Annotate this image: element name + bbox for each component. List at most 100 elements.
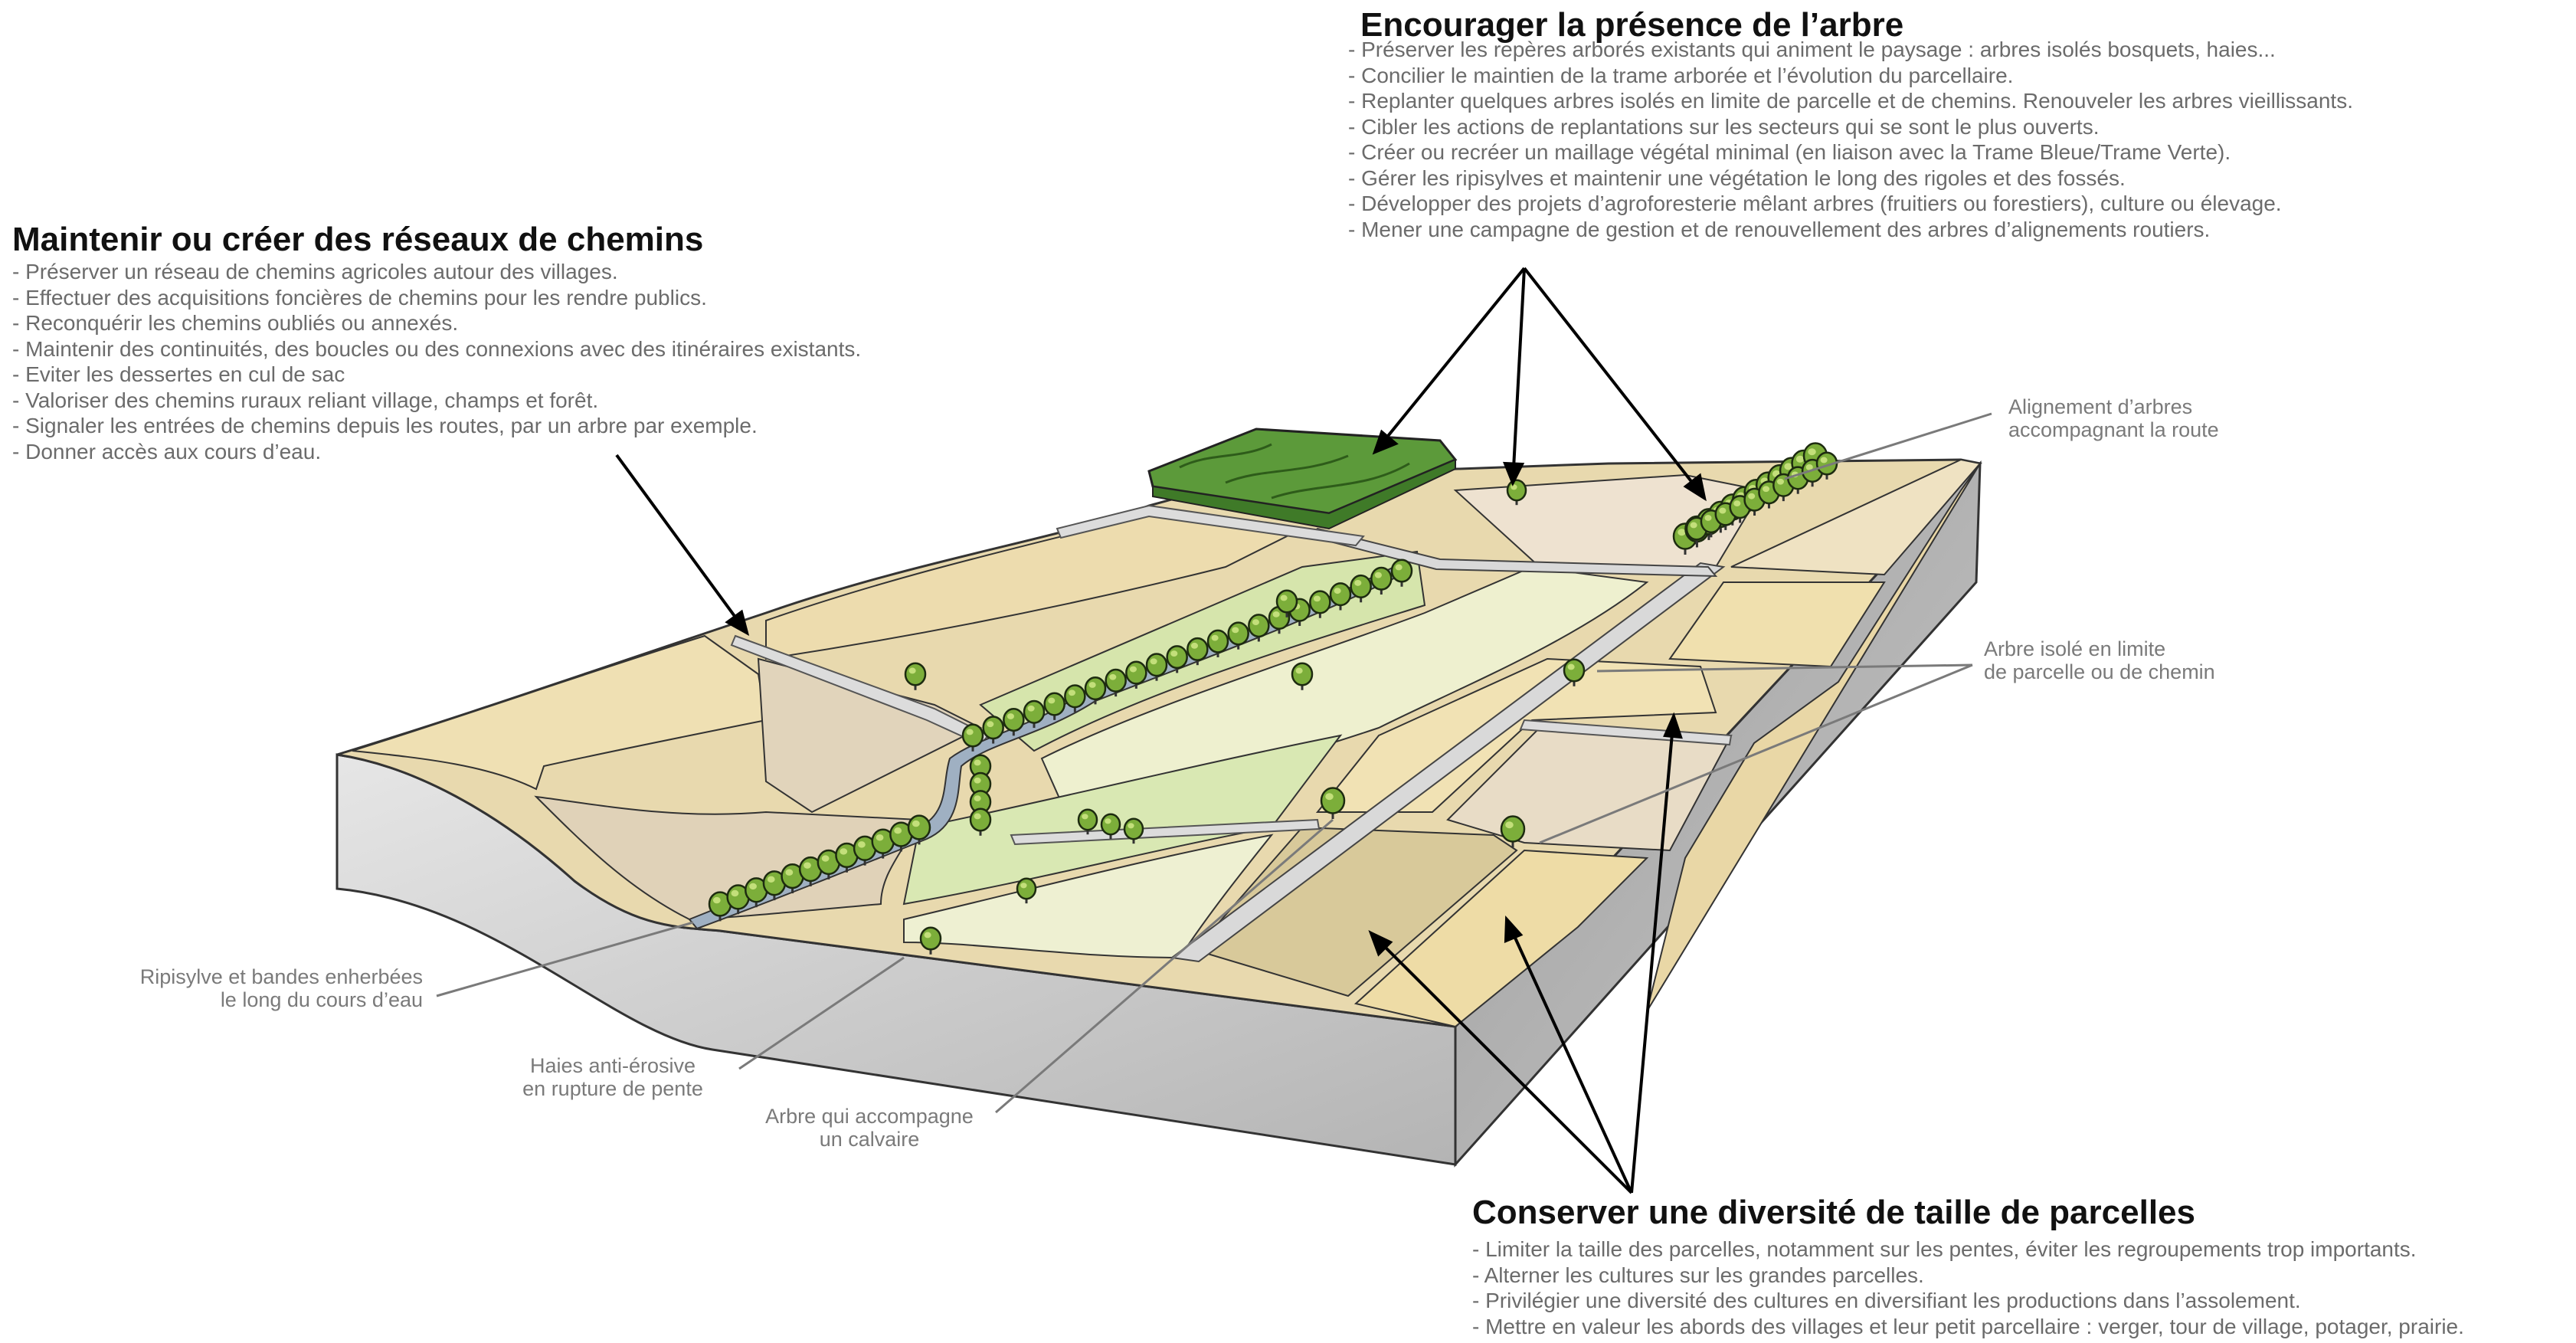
bullet-list-chemins: Préserver un réseau de chemins agricoles… bbox=[12, 259, 861, 464]
field bbox=[1353, 849, 1649, 1028]
bullet-item: Effectuer des acquisitions foncières de … bbox=[12, 285, 861, 311]
tree-icon bbox=[1003, 707, 1025, 736]
leader-layer bbox=[436, 412, 1992, 1114]
tree-icon bbox=[1329, 582, 1352, 611]
bullet-list-arbre: Préserver les repères arborés existants … bbox=[1348, 37, 2353, 242]
bullet-item: Reconquérir les chemins oubliés ou annex… bbox=[12, 310, 861, 336]
bullet-item: Donner accès aux cours d’eau. bbox=[12, 439, 861, 465]
tree-icon bbox=[708, 891, 732, 922]
tree-icon bbox=[1390, 558, 1413, 587]
arrow-parcelles-right bbox=[1630, 716, 1675, 1194]
tree-icon bbox=[762, 870, 787, 901]
bullet-item: Signaler les entrées de chemins depuis l… bbox=[12, 413, 861, 439]
label-line: de parcelle ou de chemin bbox=[1984, 660, 2215, 683]
path-lower bbox=[1010, 818, 1321, 846]
tree-icon bbox=[1206, 629, 1229, 657]
tree-icon bbox=[1500, 815, 1526, 847]
tree-icon bbox=[1125, 660, 1147, 689]
field bbox=[1730, 458, 1982, 576]
tree-icon bbox=[1043, 692, 1065, 720]
label-line: Arbre qui accompagne bbox=[765, 1105, 974, 1128]
tree-icon bbox=[904, 662, 927, 690]
tree-icon bbox=[1309, 590, 1331, 618]
tree-icon bbox=[1016, 877, 1037, 904]
field bbox=[765, 512, 1305, 660]
arrowhead-parcelles-right bbox=[1663, 712, 1683, 739]
tree-icon bbox=[919, 926, 942, 955]
tree-icon bbox=[1100, 813, 1121, 840]
tree-icon bbox=[1227, 621, 1249, 650]
arrow-chemins bbox=[615, 454, 748, 634]
path-diag bbox=[1056, 504, 1365, 547]
arrowhead-chemins bbox=[725, 609, 750, 637]
tree-icon bbox=[1248, 614, 1270, 642]
tree-icon bbox=[1166, 645, 1188, 673]
bullet-item: Préserver un réseau de chemins agricoles… bbox=[12, 259, 861, 285]
label-calvaire: Arbre qui accompagne un calvaire bbox=[743, 1105, 996, 1151]
section-title-parcelles: Conserver une diversité de taille de par… bbox=[1472, 1194, 2195, 1231]
tree-icon bbox=[1563, 658, 1586, 686]
section-title-chemins: Maintenir ou créer des réseaux de chemin… bbox=[12, 221, 704, 258]
bullet-list-parcelles: Limiter la taille des parcelles, notamme… bbox=[1472, 1237, 2464, 1339]
tree-icon bbox=[969, 807, 992, 836]
bullet-item: Eviter les dessertes en cul de sac bbox=[12, 362, 861, 388]
tree-icon bbox=[961, 723, 984, 752]
tree-icon bbox=[1275, 589, 1298, 617]
leader-arbre-isole-a bbox=[1596, 663, 1973, 673]
field bbox=[903, 834, 1274, 959]
tree-icon bbox=[982, 716, 1004, 744]
tree-icon bbox=[1145, 653, 1168, 681]
leader-haies bbox=[738, 956, 905, 1070]
path-cross bbox=[1519, 719, 1733, 746]
bullet-item: Concilier le maintien de la trame arboré… bbox=[1348, 63, 2353, 89]
arrow-arbre-alignment bbox=[1523, 267, 1706, 500]
label-ripisylve: Ripisylve et bandes enherbées le long du… bbox=[69, 965, 423, 1011]
field bbox=[902, 734, 1343, 906]
tree-icon bbox=[781, 863, 804, 894]
tree-layer bbox=[708, 442, 1838, 955]
label-line: Ripisylve et bandes enherbées bbox=[139, 965, 423, 988]
tree-icon bbox=[871, 828, 895, 859]
field bbox=[352, 634, 768, 791]
bullet-item: Créer ou recréer un maillage végétal min… bbox=[1348, 139, 2353, 165]
tree-icon bbox=[745, 877, 768, 908]
arrowhead-arbre-single bbox=[1502, 461, 1525, 486]
bullet-item: Mettre en valeur les abords des villages… bbox=[1472, 1314, 2464, 1340]
field bbox=[534, 795, 921, 921]
bullet-item: Valoriser des chemins ruraux reliant vil… bbox=[12, 388, 861, 414]
bullet-item: Alterner les cultures sur les grandes pa… bbox=[1472, 1263, 2464, 1289]
arrowhead-parcelles-mid bbox=[1504, 915, 1524, 944]
bullet-item: Limiter la taille des parcelles, notamme… bbox=[1472, 1237, 2464, 1263]
road-main bbox=[1170, 562, 1726, 963]
bullet-item: Replanter quelques arbres isolés en limi… bbox=[1348, 88, 2353, 114]
bullet-item: Préserver les repères arborés existants … bbox=[1348, 37, 2353, 63]
tree-icon bbox=[1064, 684, 1086, 712]
arrow-arbre-single bbox=[1511, 267, 1526, 483]
bullet-item: Développer des projets d’agroforesterie … bbox=[1348, 191, 2353, 217]
tree-icon bbox=[1077, 808, 1098, 835]
forest-block-side bbox=[1152, 458, 1456, 530]
tree-icon bbox=[1123, 817, 1144, 844]
arrow-layer bbox=[615, 267, 1707, 1194]
tree-icon bbox=[1506, 479, 1527, 506]
leader-calvaire bbox=[995, 818, 1334, 1114]
label-line: en rupture de pente bbox=[522, 1077, 703, 1100]
label-line: Alignement d’arbres bbox=[2008, 395, 2193, 418]
label-line: Haies anti-érosive bbox=[529, 1054, 696, 1077]
arrowhead-arbre-forest bbox=[1372, 429, 1399, 455]
label-arbre-isole: Arbre isolé en limite de parcelle ou de … bbox=[1984, 637, 2215, 683]
tree-icon bbox=[1291, 662, 1314, 690]
bullet-item: Privilégier une diversité des cultures e… bbox=[1472, 1288, 2464, 1314]
tree-icon bbox=[907, 814, 931, 845]
tree-icon bbox=[1084, 676, 1107, 705]
leader-arbre-isole-b bbox=[1539, 663, 1973, 844]
label-line: accompagnant la route bbox=[2008, 418, 2219, 441]
arrow-arbre-forest bbox=[1373, 267, 1526, 454]
label-alignement: Alignement d’arbres accompagnant la rout… bbox=[2008, 395, 2219, 441]
tree-icon bbox=[1023, 699, 1046, 729]
field bbox=[1668, 581, 1886, 668]
label-line: un calvaire bbox=[819, 1128, 920, 1151]
tree-icon bbox=[1105, 668, 1127, 697]
tree-icon bbox=[1370, 566, 1393, 595]
bullet-item: Gérer les ripisylves et maintenir une vé… bbox=[1348, 165, 2353, 192]
